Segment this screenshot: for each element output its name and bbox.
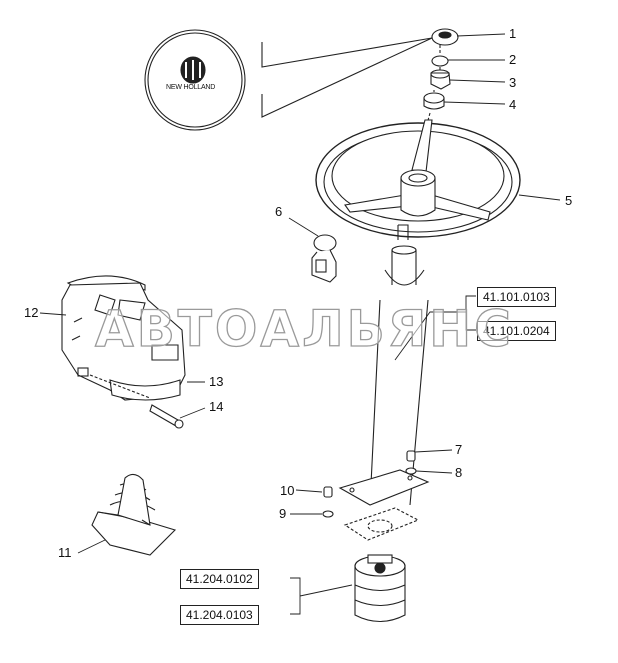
watermark: АВТОАЛЬЯНС [94, 299, 514, 358]
lever-part [311, 234, 337, 283]
horn-cap-logo-detail [144, 29, 246, 131]
steering-wheel-part [315, 119, 521, 238]
gear-lever-boot-part [91, 473, 177, 556]
callout-14: 14 [209, 399, 224, 414]
callout-9: 9 [279, 506, 287, 521]
horn-button-part [431, 28, 459, 46]
reference-box-41-101-0204[interactable]: 41.101.0204 [477, 321, 556, 341]
nut-part [430, 69, 451, 90]
callout-11: 11 [58, 545, 72, 560]
housing-part [61, 275, 186, 401]
gasket-part [343, 507, 420, 541]
column-bolt-part [405, 450, 417, 475]
callout-7: 7 [455, 442, 463, 457]
steering-valve-part [354, 554, 406, 623]
callout-8: 8 [455, 465, 463, 480]
ring-part [431, 55, 449, 67]
reference-box-41-204-0103[interactable]: 41.204.0103 [180, 605, 259, 625]
callout-5: 5 [565, 193, 573, 208]
reference-box-41-204-0102[interactable]: 41.204.0102 [180, 569, 259, 589]
callout-10: 10 [280, 483, 295, 498]
logo-text: NEW HOLLAND [166, 84, 216, 91]
leader-lines [39, 33, 561, 615]
callout-6: 6 [275, 204, 283, 219]
steering-column-part [338, 224, 430, 506]
washer-part [423, 92, 445, 110]
callout-2: 2 [509, 52, 517, 67]
callout-12: 12 [24, 305, 39, 320]
callout-3: 3 [509, 75, 517, 90]
callout-13: 13 [209, 374, 224, 389]
callout-4: 4 [509, 97, 517, 112]
reference-box-41-101-0103[interactable]: 41.101.0103 [477, 287, 556, 307]
callout-1: 1 [509, 26, 517, 41]
base-bolt-part [322, 486, 334, 518]
bolt-part [149, 404, 184, 429]
